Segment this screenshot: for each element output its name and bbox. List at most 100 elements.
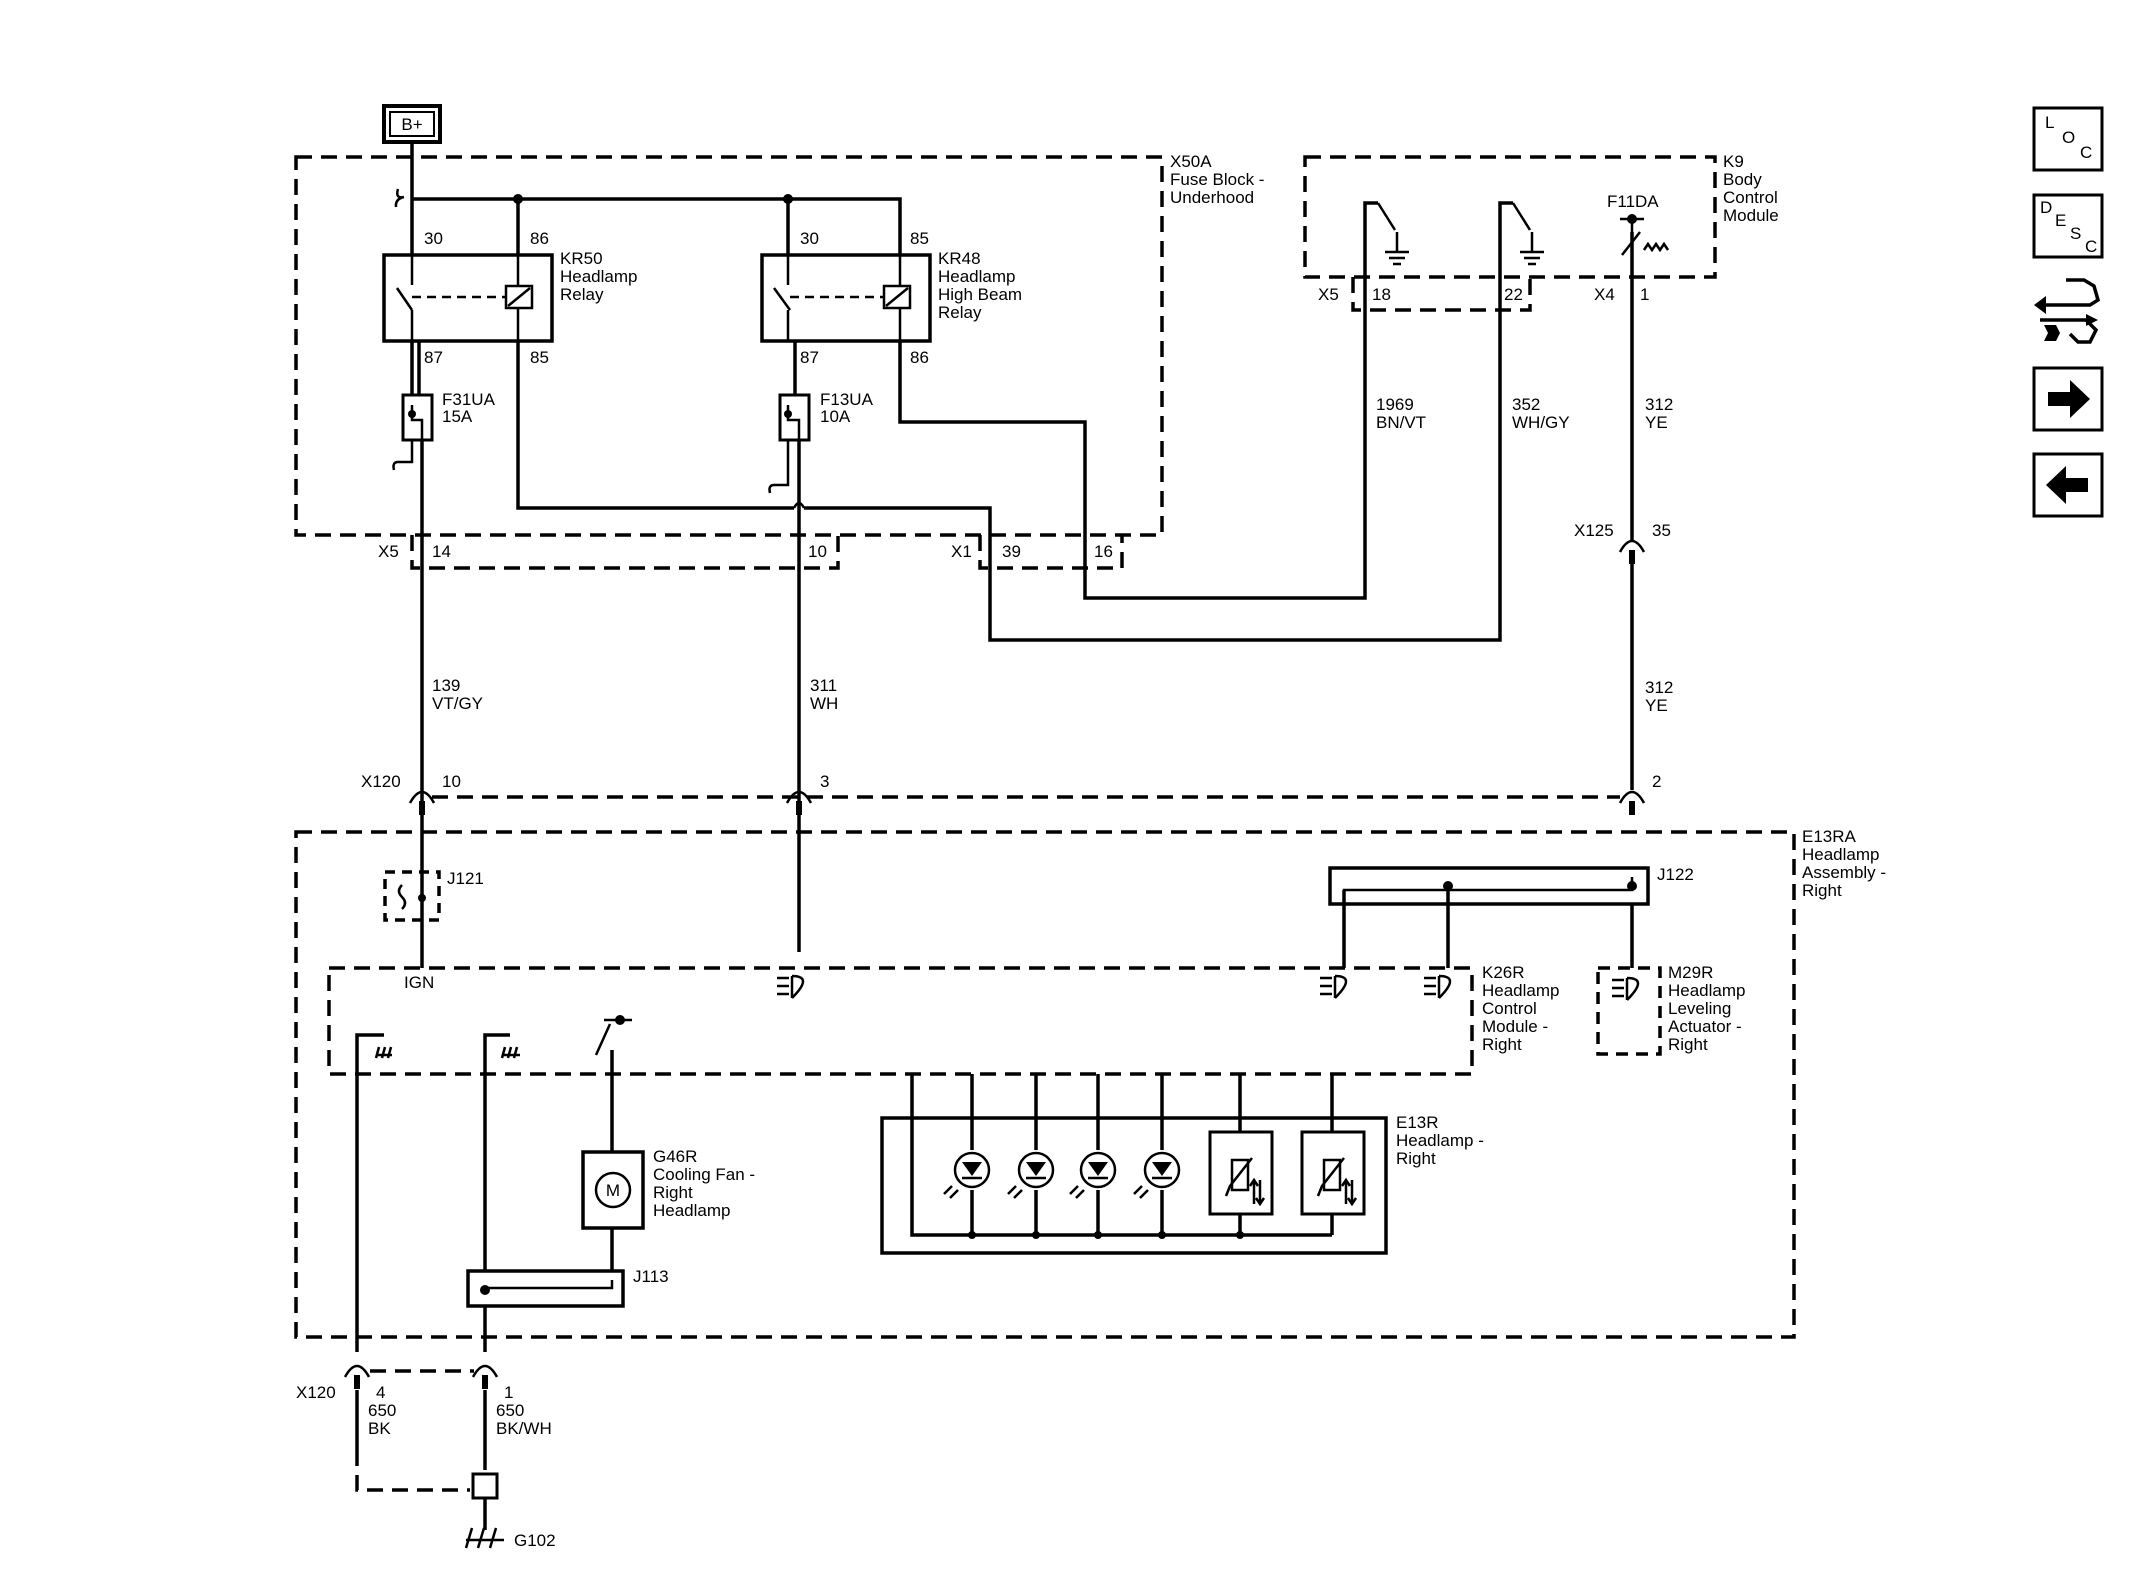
svg-text:22: 22 xyxy=(1504,285,1523,304)
svg-text:312: 312 xyxy=(1645,395,1673,414)
chassis-ground-icon xyxy=(374,1046,393,1059)
svg-text:10A: 10A xyxy=(820,407,851,426)
wire-label-650-bkwh: 650 BK/WH xyxy=(496,1401,552,1438)
relay-kr48: 30 85 87 86 KR48 Headlamp High Beam Rela… xyxy=(760,229,1022,367)
fuse-block-boundary xyxy=(294,155,1164,537)
headlamp-input-icon xyxy=(1320,974,1348,999)
svg-text:X125: X125 xyxy=(1574,521,1614,540)
svg-text:WH: WH xyxy=(810,694,838,713)
wire-label-312-lower: 312 YE xyxy=(1645,678,1673,715)
svg-text:S: S xyxy=(2070,224,2081,243)
svg-text:1: 1 xyxy=(504,1383,513,1402)
svg-text:Control: Control xyxy=(1482,999,1537,1018)
svg-text:F11DA: F11DA xyxy=(1607,192,1659,211)
svg-text:16: 16 xyxy=(1094,542,1113,561)
fuse-continuation-icon xyxy=(768,440,790,494)
svg-text:Headlamp -: Headlamp - xyxy=(1396,1131,1484,1150)
svg-text:Headlamp: Headlamp xyxy=(1482,981,1560,1000)
svg-text:G102: G102 xyxy=(514,1531,556,1550)
svg-text:X50A: X50A xyxy=(1170,152,1212,171)
svg-text:K26R: K26R xyxy=(1482,963,1525,982)
svg-text:J121: J121 xyxy=(447,869,484,888)
description-button[interactable]: D E S C xyxy=(2032,193,2104,259)
relay-switch-icon xyxy=(772,287,792,311)
x120-pin-4 xyxy=(343,1364,371,1389)
hcm-boundary xyxy=(327,966,1474,1076)
svg-text:Actuator -: Actuator - xyxy=(1668,1017,1742,1036)
svg-text:18: 18 xyxy=(1372,285,1391,304)
headlamp-assembly-boundary xyxy=(294,830,1796,1339)
hcm-fan-output-switch xyxy=(594,1015,632,1056)
actuator-input-icon xyxy=(1612,976,1640,1001)
relay-switch-icon xyxy=(395,287,414,311)
headlamp-input-icon xyxy=(1424,974,1452,999)
svg-text:39: 39 xyxy=(1002,542,1021,561)
svg-text:10: 10 xyxy=(442,772,461,791)
splice-j122: J122 xyxy=(1328,865,1694,906)
connector-tool-icon[interactable] xyxy=(2034,278,2101,344)
arrow-right-icon[interactable] xyxy=(2032,366,2104,432)
svg-text:Right: Right xyxy=(1802,881,1842,900)
svg-text:F13UA: F13UA xyxy=(820,390,874,409)
svg-text:2: 2 xyxy=(1652,772,1661,791)
svg-text:BK/WH: BK/WH xyxy=(496,1419,552,1438)
fuse-block-label: X50A Fuse Block - Underhood xyxy=(1170,152,1264,207)
connector-x5-bcm xyxy=(1351,277,1532,312)
svg-text:X120: X120 xyxy=(361,772,401,791)
power-label: B+ xyxy=(401,115,422,134)
svg-text:35: 35 xyxy=(1652,521,1671,540)
thermistor-icon xyxy=(1300,1130,1366,1216)
svg-text:Headlamp: Headlamp xyxy=(938,267,1016,286)
splice-j113: J113 xyxy=(466,1267,669,1308)
led-icon xyxy=(943,1151,991,1199)
bus-continuation-icon xyxy=(394,188,405,208)
svg-text:KR50: KR50 xyxy=(560,249,603,268)
svg-text:YE: YE xyxy=(1645,413,1668,432)
led-icon xyxy=(1133,1151,1181,1199)
svg-text:Relay: Relay xyxy=(560,285,604,304)
svg-text:E13R: E13R xyxy=(1396,1113,1439,1132)
hcm-label: K26R Headlamp Control Module - Right IGN xyxy=(404,963,1560,1054)
svg-text:Module -: Module - xyxy=(1482,1017,1548,1036)
thermistor-icon xyxy=(1208,1130,1274,1216)
svg-text:E: E xyxy=(2055,211,2066,230)
svg-text:87: 87 xyxy=(424,348,443,367)
arrow-left-icon[interactable] xyxy=(2032,452,2104,518)
bcm-label: K9 Body Control Module F11DA xyxy=(1607,152,1779,225)
ground-icon xyxy=(1385,232,1409,266)
svg-text:D: D xyxy=(2040,198,2052,217)
bcm-low-side-driver-1 xyxy=(1363,201,1409,290)
svg-text:X120: X120 xyxy=(296,1383,336,1402)
connector-x5-fuse-block xyxy=(410,535,840,570)
location-button[interactable]: L O C xyxy=(2032,106,2104,172)
chassis-ground-icon xyxy=(464,1527,504,1549)
svg-text:C: C xyxy=(2080,143,2092,162)
svg-text:X5: X5 xyxy=(378,542,399,561)
bcm-boundary xyxy=(1303,155,1717,279)
svg-text:M29R: M29R xyxy=(1668,963,1713,982)
svg-text:86: 86 xyxy=(910,348,929,367)
chassis-ground-icon xyxy=(500,1046,520,1059)
svg-text:15A: 15A xyxy=(442,407,473,426)
svg-text:J122: J122 xyxy=(1657,865,1694,884)
svg-text:4: 4 xyxy=(376,1383,385,1402)
svg-text:352: 352 xyxy=(1512,395,1540,414)
motor-icon xyxy=(594,1171,632,1209)
svg-text:Headlamp: Headlamp xyxy=(560,267,638,286)
bplus-bus-wire xyxy=(412,197,902,255)
wire-label-139: 139 VT/GY xyxy=(432,676,483,713)
ground-dashed-link xyxy=(355,1450,470,1492)
wire-crossover-icon xyxy=(792,501,806,509)
svg-text:BN/VT: BN/VT xyxy=(1376,413,1426,432)
svg-text:KR48: KR48 xyxy=(938,249,981,268)
bcm-high-side-driver xyxy=(1620,214,1670,256)
svg-text:30: 30 xyxy=(424,229,443,248)
wire-label-312-upper: 312 YE xyxy=(1645,395,1673,432)
svg-text:F31UA: F31UA xyxy=(442,390,496,409)
svg-text:86: 86 xyxy=(530,229,549,248)
svg-text:G46R: G46R xyxy=(653,1147,697,1166)
svg-text:Assembly -: Assembly - xyxy=(1802,863,1886,882)
svg-text:YE: YE xyxy=(1645,696,1668,715)
x120-pin-10 xyxy=(408,790,436,815)
bcm-low-side-driver-2 xyxy=(1498,201,1544,290)
